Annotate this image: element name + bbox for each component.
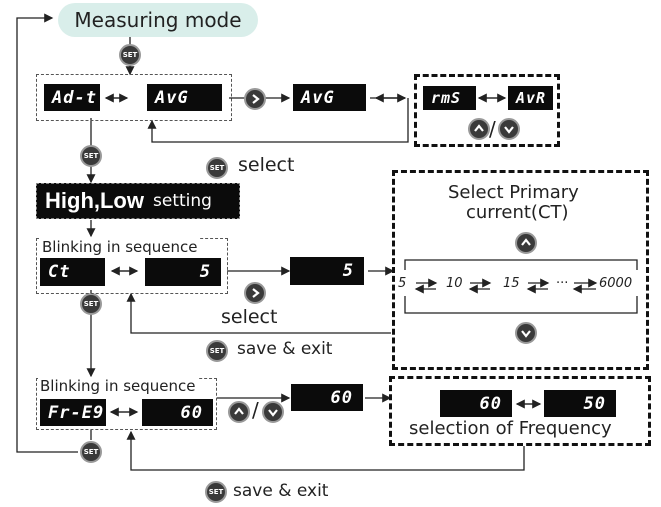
freq-select-group bbox=[389, 376, 651, 446]
lcd-freq-value-2: 60 bbox=[291, 384, 363, 411]
up-button-ct[interactable] bbox=[515, 232, 537, 254]
ct-seq-5: 5 bbox=[398, 276, 407, 291]
lcd-freq: Fr-E9 bbox=[40, 399, 106, 426]
chevron-down-icon bbox=[268, 409, 278, 417]
lcd-ct: Ct bbox=[40, 258, 105, 286]
chevron-down-icon bbox=[521, 330, 531, 338]
ct-seq-6000: 6000 bbox=[599, 276, 633, 291]
lcd-avg-1: AvG bbox=[147, 84, 222, 111]
lcd-avg-2: AvG bbox=[293, 84, 366, 111]
right-button-1[interactable] bbox=[244, 88, 266, 110]
lcd-ct-value-2: 5 bbox=[290, 257, 364, 285]
down-button-1[interactable] bbox=[498, 118, 520, 140]
up-button-1[interactable] bbox=[468, 118, 490, 140]
lcd-adt: Ad-t bbox=[44, 84, 100, 111]
lcd-ct-value: 5 bbox=[145, 258, 221, 286]
set-button-freq[interactable]: SET bbox=[80, 441, 102, 463]
high-low-setting-label: High,Low bbox=[36, 183, 240, 219]
lcd-freq-60: 60 bbox=[440, 390, 512, 417]
down-button-freq[interactable] bbox=[262, 401, 284, 423]
select-label-2: select bbox=[221, 306, 278, 328]
save-exit-label-2: save & exit bbox=[233, 481, 329, 501]
chevron-up-icon bbox=[234, 407, 244, 415]
chevron-up-icon bbox=[521, 238, 531, 246]
chevron-up-icon bbox=[474, 124, 484, 132]
up-button-freq[interactable] bbox=[228, 401, 250, 423]
measuring-mode-label: Measuring mode bbox=[58, 3, 258, 37]
blinking-label-2: Blinking in sequence bbox=[38, 377, 198, 395]
slash-separator-1: / bbox=[489, 117, 496, 141]
ct-title-line-2: current(CT) bbox=[466, 202, 569, 223]
chevron-right-icon bbox=[252, 288, 260, 298]
select-label-1: select bbox=[238, 154, 295, 176]
ct-seq-ellipsis: ··· bbox=[556, 276, 569, 291]
down-button-ct[interactable] bbox=[515, 322, 537, 344]
chevron-right-icon bbox=[252, 94, 260, 104]
right-button-2[interactable] bbox=[244, 282, 266, 304]
rms-select-group bbox=[414, 74, 560, 147]
slash-separator-2: / bbox=[252, 398, 259, 422]
set-button-save-2[interactable]: SET bbox=[205, 481, 227, 503]
lcd-freq-value: 60 bbox=[142, 399, 213, 426]
set-button-top[interactable]: SET bbox=[119, 44, 141, 66]
ct-title-line-1: Select Primary bbox=[448, 182, 579, 203]
freq-title: selection of Frequency bbox=[409, 418, 612, 439]
set-button-select[interactable]: SET bbox=[206, 157, 228, 179]
ct-seq-10: 10 bbox=[446, 276, 463, 291]
set-button-adt[interactable]: SET bbox=[80, 145, 102, 167]
lcd-rms: rmS bbox=[423, 86, 476, 110]
set-button-ct[interactable]: SET bbox=[80, 293, 102, 315]
blinking-label-1: Blinking in sequence bbox=[40, 238, 200, 256]
display-group-1 bbox=[36, 74, 232, 121]
setting-label: setting bbox=[153, 191, 212, 211]
ct-seq-15: 15 bbox=[503, 276, 520, 291]
lcd-avr: AvR bbox=[508, 86, 553, 110]
chevron-down-icon bbox=[504, 126, 514, 134]
high-low-text: High,Low bbox=[45, 188, 144, 213]
set-button-save-1[interactable]: SET bbox=[206, 340, 228, 362]
save-exit-label-1: save & exit bbox=[237, 339, 333, 359]
ct-select-group bbox=[392, 170, 649, 370]
lcd-freq-50: 50 bbox=[544, 390, 616, 417]
